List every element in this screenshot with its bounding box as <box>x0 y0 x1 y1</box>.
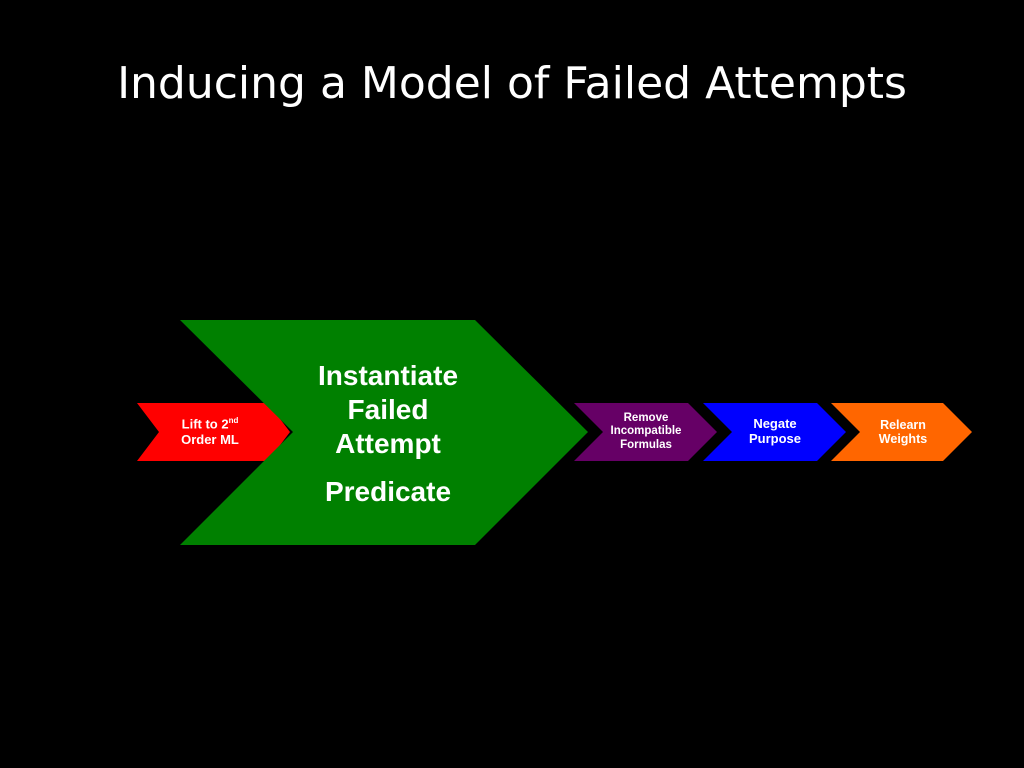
step-negate-chevron <box>703 403 846 461</box>
step-remove-line3: Formulas <box>620 438 672 451</box>
step-instantiate-line2: Failed <box>347 393 429 425</box>
step-lift-label: Lift to 2nd Order ML <box>160 405 260 459</box>
step-instantiate-label: Instantiate Failed Attempt Predicate <box>290 350 486 518</box>
step-instantiate-line1: Instantiate <box>317 359 459 391</box>
step-lift-sup: nd <box>228 416 239 426</box>
step-lift-line1: Lift to 2 <box>181 416 229 432</box>
step-remove-line1: Remove <box>623 412 669 425</box>
step-instantiate-chevron <box>180 320 588 545</box>
step-relearn-chevron <box>831 403 972 461</box>
step-instantiate-sub: Predicate <box>324 476 452 508</box>
step-remove-label: Remove Incompatible Formulas <box>598 405 694 459</box>
step-negate-label: Negate Purpose <box>727 405 823 459</box>
step-negate-line1: Negate <box>753 416 797 432</box>
step-lift-line2: Order ML <box>181 431 239 447</box>
step-instantiate-line3: Attempt <box>335 428 441 459</box>
step-relearn-line2: Weights <box>878 432 928 446</box>
step-negate-line2: Purpose <box>748 431 801 446</box>
step-remove-chevron <box>574 403 717 461</box>
step-lift-chevron <box>137 403 290 461</box>
step-relearn-label: Relearn Weights <box>855 405 951 459</box>
step-remove-line2: Incompatible <box>610 425 682 438</box>
step-relearn-line1: Relearn <box>880 417 926 432</box>
slide-title: Inducing a Model of Failed Attempts <box>117 58 907 109</box>
